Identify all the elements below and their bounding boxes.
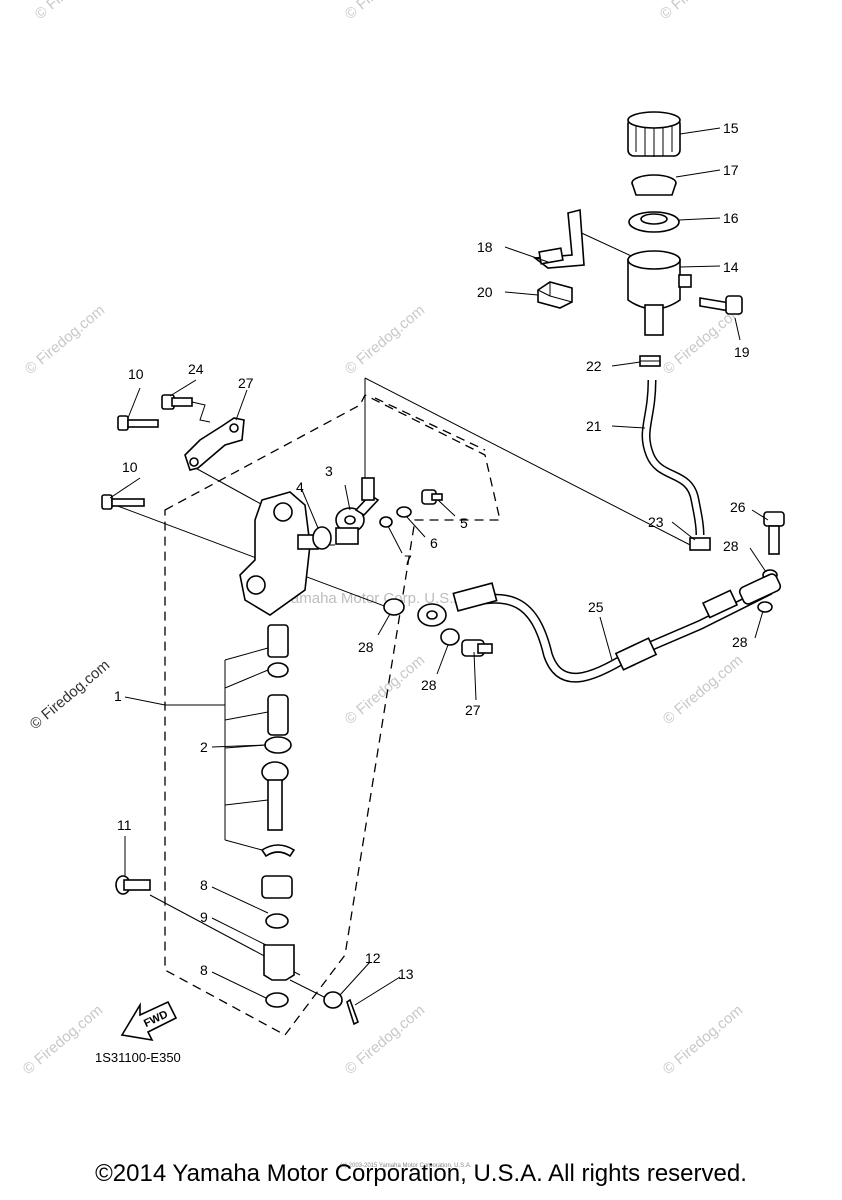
cylinder-bracket	[184, 417, 245, 471]
callout-number: 15	[723, 120, 739, 136]
callout-number: 22	[586, 358, 602, 374]
callout-number: 21	[586, 418, 602, 434]
callout-number: 3	[325, 463, 333, 479]
callout-number: 12	[365, 950, 381, 966]
copyright-notice: ©2014 Yamaha Motor Corporation, U.S.A. A…	[95, 1160, 747, 1187]
mount-bolt-upper	[117, 415, 159, 431]
hose-clip-upper	[639, 355, 661, 367]
copper-washer	[440, 628, 460, 646]
brake-hose	[417, 573, 782, 683]
reservoir-hose-inner	[643, 379, 703, 536]
guide-line	[364, 377, 701, 551]
callout-number: 19	[734, 344, 750, 360]
callout-number: 10	[122, 459, 138, 475]
callout-number: 24	[188, 361, 204, 377]
reservoir-bracket	[532, 208, 585, 269]
callout-number: 4	[296, 479, 304, 495]
callout-number: 11	[117, 817, 132, 833]
watermark: © Firedog.com	[27, 657, 113, 733]
grommet	[537, 281, 573, 309]
callout-number: 20	[477, 284, 493, 300]
watermark: © Firedog.com	[32, 0, 118, 23]
o-ring	[312, 526, 332, 550]
center-watermark: Yamaha Motor Corp. U.S.A.	[282, 590, 468, 607]
small-print: (c) 2003-2015 Yamaha Motor Corporation, …	[340, 1163, 472, 1169]
screw	[421, 489, 443, 505]
assembly-outline-inner	[374, 397, 486, 451]
callout-number: 28	[723, 538, 739, 554]
union-bolt-upper	[763, 511, 785, 555]
callout-number: 8	[200, 962, 208, 978]
callout-number: 18	[477, 239, 493, 255]
plate-washer	[379, 516, 393, 528]
reservoir-tank	[627, 250, 692, 336]
cotter-pin	[346, 998, 359, 1026]
kit-bracket	[165, 647, 269, 851]
callout-number: 8	[200, 877, 208, 893]
reservoir-cap	[627, 111, 681, 157]
callout-number: 13	[398, 966, 414, 982]
callout-number: 26	[730, 499, 746, 515]
watermarks: © Firedog.com © Firedog.com © Firedog.co…	[20, 0, 746, 1078]
guide-line	[289, 979, 331, 1001]
reservoir-bolt	[699, 295, 743, 315]
watermark: © Firedog.com	[342, 652, 428, 728]
bracket-bolt	[161, 394, 193, 410]
watermark: © Firedog.com	[20, 1002, 106, 1078]
callout-number: 9	[200, 909, 208, 925]
plain-washer	[323, 991, 343, 1009]
callout-number: 28	[358, 639, 374, 655]
watermark: © Firedog.com	[660, 652, 746, 728]
guide-line	[191, 401, 211, 423]
clevis-pin	[115, 875, 151, 895]
callout-number: 2	[200, 739, 208, 755]
callout-number: 27	[238, 375, 254, 391]
watermark: © Firedog.com	[22, 302, 108, 378]
union-bolt-lower	[461, 639, 493, 657]
callout-number: 28	[421, 677, 437, 693]
callout-number: 17	[723, 162, 739, 178]
callout-number: 14	[723, 259, 739, 275]
master-cylinder-body	[239, 491, 319, 616]
callout-number: 10	[128, 366, 144, 382]
diagram-code: 1S31100-E350	[95, 1050, 181, 1065]
watermark: © Firedog.com	[657, 0, 743, 23]
callout-number: 25	[588, 599, 604, 615]
callout-number: 23	[648, 514, 664, 530]
guide-line	[574, 229, 641, 261]
assembly-outline	[164, 394, 501, 1036]
leader-lines	[109, 127, 769, 1006]
watermark: © Firedog.com	[660, 1002, 746, 1078]
circlip	[396, 506, 412, 518]
callout-numbers: 15 17 16 14 18 20 19 22 21 23 26 28 28 2…	[114, 120, 750, 982]
fwd-arrow-icon: FWD	[120, 1000, 178, 1042]
callout-number: 27	[465, 702, 481, 718]
mount-bolt-lower	[101, 494, 145, 510]
diaphragm-plate	[631, 174, 677, 196]
hose-clip-lower	[689, 537, 711, 551]
diaphragm	[628, 211, 680, 233]
hose-joint	[335, 477, 380, 545]
piston-kit	[260, 624, 296, 1008]
watermark: © Firedog.com	[342, 0, 428, 23]
callout-number: 28	[732, 634, 748, 650]
callout-number: 6	[430, 535, 438, 551]
callout-number: 16	[723, 210, 739, 226]
callout-number: 5	[460, 515, 468, 531]
copper-washer	[383, 598, 405, 616]
callout-number: 1	[114, 688, 122, 704]
callout-number: 7	[404, 552, 412, 568]
copper-washer	[757, 601, 773, 613]
watermark: © Firedog.com	[342, 302, 428, 378]
